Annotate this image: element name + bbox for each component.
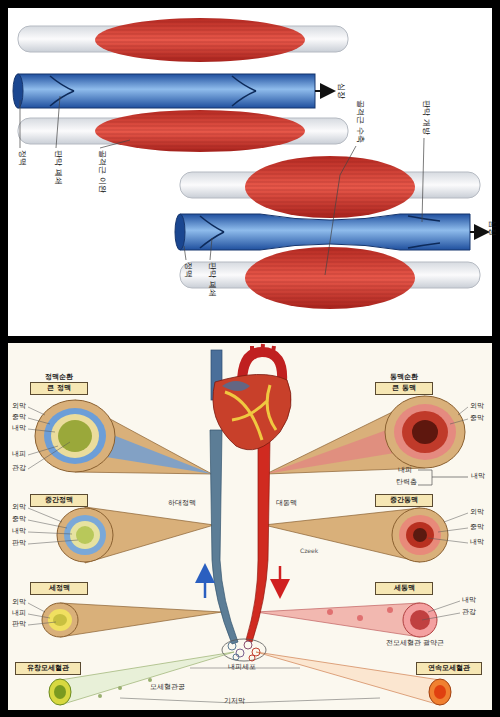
part-label: 관강 [12, 465, 26, 472]
vessel-name: 세동맥 [375, 582, 433, 595]
part-label: 내막 [12, 528, 26, 535]
part-label: 중막 [12, 516, 26, 523]
part-label: 기저막 [224, 698, 245, 705]
part-label: 내막 [12, 425, 26, 432]
part-label-vertical: 심장 [488, 220, 496, 236]
part-label: 내피 [12, 451, 26, 458]
part-label-vertical: 판막 개방 [422, 100, 430, 135]
vessel-title-box: 중간동맥 [375, 494, 433, 507]
part-label: 내막 [471, 473, 485, 480]
part-label-vertical: 정맥 [18, 150, 26, 166]
vessel-title-box: 중간정맥 [30, 494, 88, 507]
part-label: 하대정맥 [168, 500, 196, 507]
part-label: 내막 [462, 597, 476, 604]
part-label: 내막 [470, 539, 484, 546]
vessel-name: 중간동맥 [375, 494, 433, 507]
vessel-name: 중간정맥 [30, 494, 88, 507]
part-label-vertical: 정맥 [184, 262, 192, 278]
vessel-title-box: 연속모세혈관 [416, 662, 482, 675]
part-label: 탄력층 [396, 479, 417, 486]
part-label-vertical: 판막 폐쇄 [208, 262, 216, 297]
vessel-name: 세정맥 [30, 582, 88, 595]
vessel-title-box: 세동맥 [375, 582, 433, 595]
part-label: 외막 [470, 403, 484, 410]
circulation-heading: 정맥순환 [30, 372, 88, 382]
part-label-vertical: 심장 [337, 83, 345, 99]
vessel-name: 연속모세혈관 [416, 662, 482, 675]
vessel-name: 큰 정맥 [30, 382, 88, 395]
vessel-name: 큰 동맥 [375, 382, 433, 395]
part-label-vertical: 판막 폐쇄 [54, 150, 62, 185]
part-label: Czeek [300, 548, 318, 554]
part-label: 전모세혈관 괄약근 [386, 640, 444, 647]
part-label: 중막 [470, 524, 484, 531]
vessel-name: 유창모세혈관 [15, 662, 81, 675]
part-label: 모세혈관공 [150, 684, 185, 691]
part-label-vertical: 골격근 이완 [98, 150, 106, 193]
part-label-vertical: 골격근 수축 [356, 100, 364, 143]
part-label: 대동맥 [276, 500, 297, 507]
part-label: 중막 [470, 415, 484, 422]
part-label: 외막 [12, 504, 26, 511]
vessel-title-box: 정맥순환큰 정맥 [30, 372, 88, 395]
part-label: 내피 [398, 467, 412, 474]
part-label: 외막 [12, 599, 26, 606]
part-label: 판막 [12, 540, 26, 547]
part-label: 내피 [12, 610, 26, 617]
part-label: 내피세포 [228, 664, 256, 671]
part-label: 외막 [12, 403, 26, 410]
vessel-title-box: 유창모세혈관 [15, 662, 81, 675]
part-label: 판막 [12, 621, 26, 628]
vessel-title-box: 동맥순환큰 동맥 [375, 372, 433, 395]
vessel-title-box: 세정맥 [30, 582, 88, 595]
circulation-heading: 동맥순환 [375, 372, 433, 382]
part-label: 관강 [462, 609, 476, 616]
part-label: 외막 [470, 509, 484, 516]
part-label: 중막 [12, 414, 26, 421]
